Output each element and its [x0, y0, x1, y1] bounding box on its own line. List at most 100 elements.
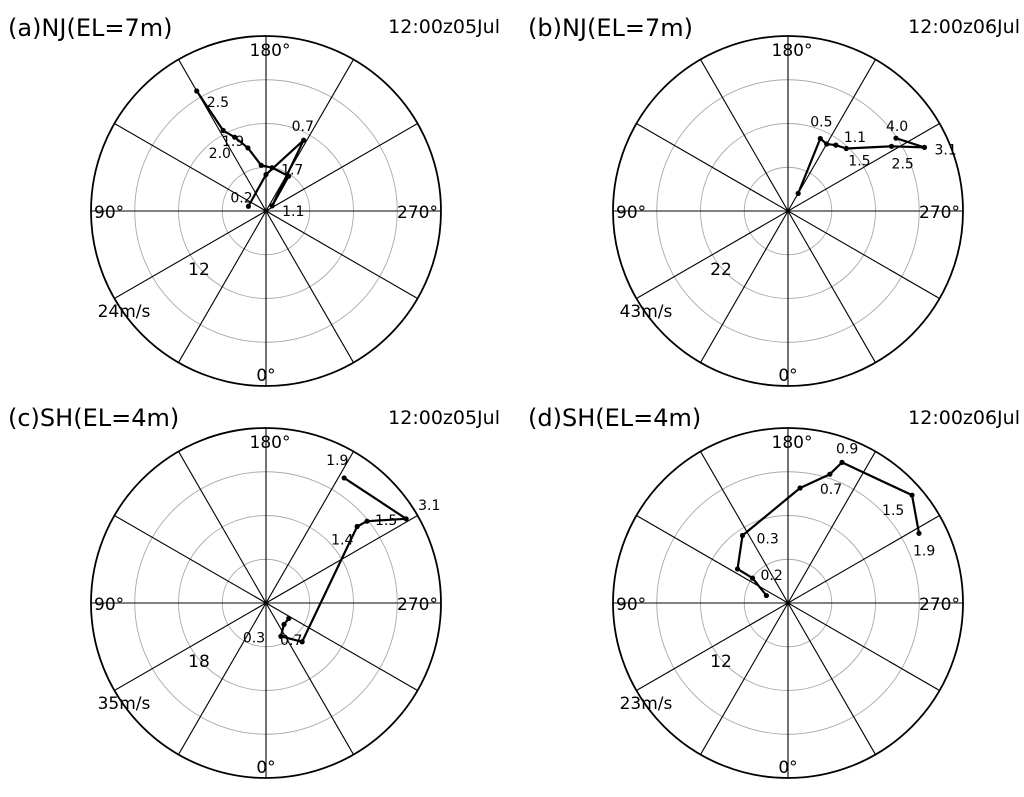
direction-label: 180°	[772, 41, 813, 61]
panel-title: (d)SH(EL=4m)	[528, 404, 701, 432]
hodograph-point	[286, 615, 292, 621]
hodograph-point	[220, 127, 226, 134]
hodograph-point	[194, 88, 200, 94]
hodograph-point	[299, 639, 305, 645]
hodograph-point	[795, 190, 801, 196]
direction-label: 90°	[94, 595, 124, 615]
speed-ring-label: 35m/s	[98, 694, 151, 714]
height-label: 0.3	[243, 630, 265, 646]
hodograph-point	[839, 459, 845, 465]
speed-ring-label: 18	[188, 652, 210, 672]
hodograph-panel-2: (c)SH(EL=4m) 12:00z05Jul 180° 90° 270° 0° 18 35…	[8, 404, 500, 779]
hodograph-point	[301, 137, 307, 143]
hodograph-point	[817, 135, 823, 142]
height-label: 0.5	[810, 115, 832, 131]
speed-ring-label: 23m/s	[620, 694, 673, 714]
panel-title: (b)NJ(EL=7m)	[528, 14, 693, 42]
panel-time: 12:00z06Jul	[908, 407, 1020, 429]
height-label: 0.3	[756, 532, 778, 548]
direction-label: 90°	[616, 595, 646, 615]
speed-ring-label: 12	[188, 260, 210, 280]
hodograph-point	[797, 485, 803, 491]
height-label: 4.0	[886, 119, 908, 135]
hodograph-point	[734, 566, 741, 572]
height-label: 1.7	[281, 163, 303, 179]
panel-time: 12:00z06Jul	[908, 16, 1020, 38]
hodograph-point	[739, 532, 746, 539]
panel-title: (c)SH(EL=4m)	[8, 404, 179, 432]
direction-label: 180°	[250, 433, 291, 453]
height-label: 1.5	[375, 513, 397, 529]
height-label: 3.1	[418, 498, 440, 514]
height-label: 1.9	[913, 543, 935, 559]
hodograph-point	[763, 592, 770, 599]
height-label: 0.7	[280, 633, 302, 649]
hodograph-panel-3: (d)SH(EL=4m)12:00z06Jul180°90°270°0°1223…	[528, 404, 1020, 779]
direction-label: 270°	[919, 203, 960, 223]
height-label: 1.9	[326, 453, 348, 469]
height-label: 0.2	[760, 568, 782, 584]
direction-label: 180°	[250, 41, 291, 61]
hodograph-point	[232, 134, 238, 140]
direction-label: 0°	[778, 366, 797, 386]
hodograph-point	[281, 621, 287, 628]
direction-label: 270°	[397, 203, 438, 223]
height-label: 0.7	[292, 119, 314, 135]
hodograph-line	[279, 476, 408, 643]
hodograph-point	[749, 575, 756, 581]
hodograph-point	[269, 165, 275, 171]
height-label: 1.4	[331, 533, 353, 549]
direction-label: 0°	[778, 758, 797, 778]
direction-label: 0°	[256, 758, 275, 778]
direction-label: 180°	[772, 433, 813, 453]
direction-spoke	[178, 59, 354, 363]
hodograph-point	[833, 142, 839, 148]
hodograph-point	[245, 145, 251, 151]
speed-ring-label: 43m/s	[620, 302, 673, 322]
hodograph-point	[824, 141, 830, 147]
height-label: 2.5	[892, 156, 914, 172]
hodograph-point	[909, 492, 915, 498]
height-label: 2.5	[207, 95, 229, 111]
panel-time: 12:00z05Jul	[388, 16, 500, 38]
hodograph-point	[245, 203, 251, 209]
hodograph-point	[341, 475, 347, 481]
direction-label: 90°	[616, 203, 646, 223]
height-label: 1.5	[848, 153, 870, 169]
hodograph-point	[364, 518, 370, 524]
hodograph-point	[921, 144, 928, 150]
height-label: 1.9	[222, 134, 244, 150]
speed-ring-label: 24m/s	[98, 302, 151, 322]
hodograph-point	[827, 471, 833, 477]
height-label: 0.9	[836, 441, 858, 457]
hodograph-point	[286, 173, 292, 179]
direction-spoke	[700, 59, 876, 363]
direction-label: 90°	[94, 203, 124, 223]
hodograph-point	[269, 203, 275, 209]
hodograph-point	[263, 171, 269, 178]
height-label: 3.1	[934, 142, 956, 158]
direction-label: 270°	[397, 595, 438, 615]
hodograph-point	[403, 516, 409, 522]
height-label: 0.7	[820, 482, 842, 498]
height-label: 2.0	[209, 146, 231, 162]
hodograph-point	[893, 135, 899, 141]
direction-spoke	[700, 451, 876, 755]
height-label: 1.1	[844, 130, 866, 146]
hodograph-point	[843, 145, 849, 152]
panel-title: (a)NJ(EL=7m)	[8, 14, 172, 42]
direction-spoke	[178, 451, 354, 755]
panel-time: 12:00z05Jul	[388, 407, 500, 429]
hodograph-point	[278, 633, 284, 639]
hodograph-point	[354, 523, 360, 530]
height-label: 1.1	[282, 204, 304, 220]
height-label: 0.2	[230, 190, 252, 206]
hodograph-point	[258, 162, 264, 168]
hodograph-panel-0: (a)NJ(EL=7m)12:00z05Jul180°90°270°0°1224…	[8, 14, 500, 387]
height-label: 1.5	[882, 503, 904, 519]
speed-ring-label: 22	[710, 260, 732, 280]
hodograph-point	[916, 530, 922, 536]
hodograph-panel-1: (b)NJ(EL=7m) 12:00z06Jul 180° 90° 270° 0° 22 43…	[528, 14, 1020, 387]
speed-ring-label: 12	[710, 652, 732, 672]
